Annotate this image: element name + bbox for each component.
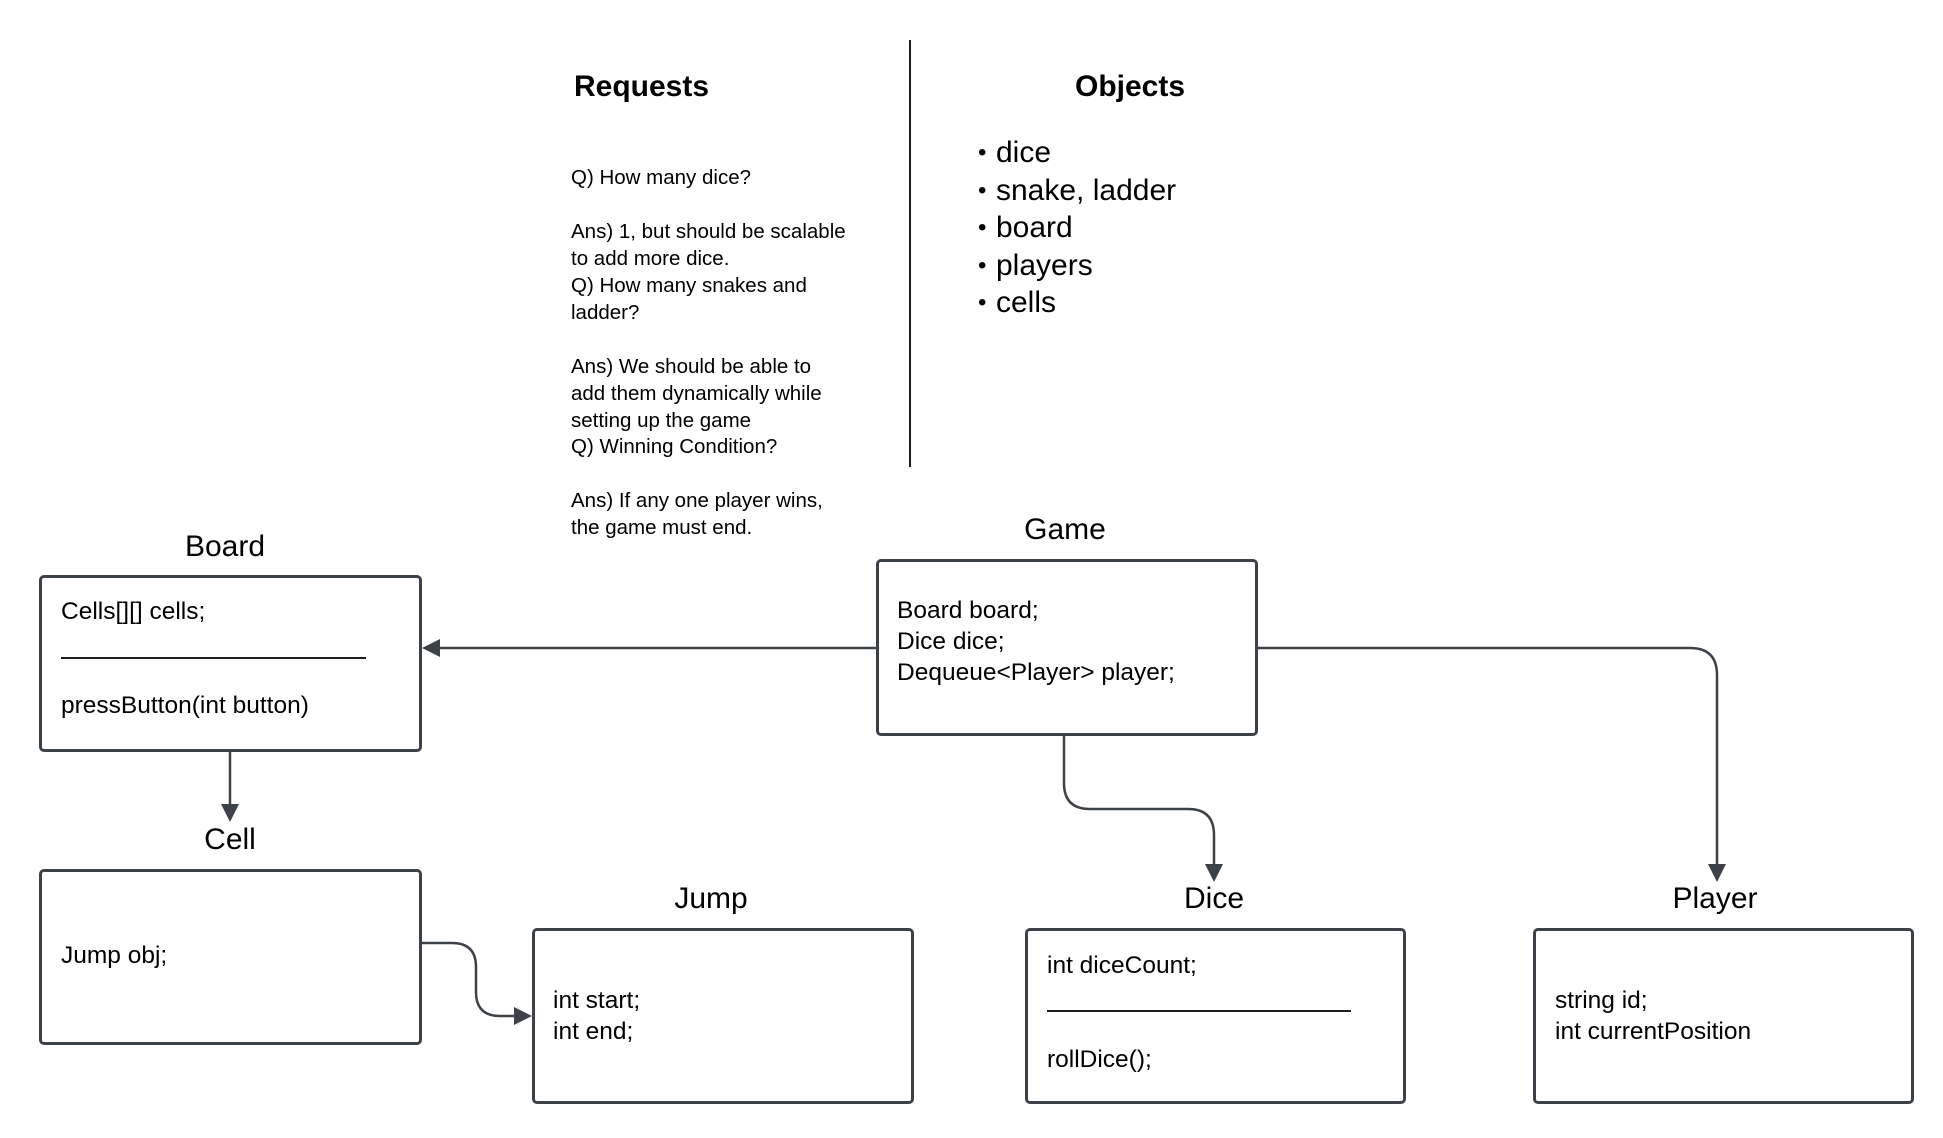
section-divider	[909, 40, 911, 467]
dice-class-title: Dice	[1183, 882, 1244, 915]
objects-list: dice snake, ladder board players cells	[978, 134, 1176, 322]
qa-item: Q) Winning Condition? Ans) If any one pl…	[571, 406, 891, 541]
board-to-cell-arrowhead	[221, 804, 239, 822]
class-field: Dequeue<Player> player;	[897, 659, 1175, 686]
class-field: Dice dice;	[897, 628, 1005, 655]
class-field: int diceCount;	[1047, 952, 1197, 979]
class-field: string id;	[1555, 987, 1648, 1014]
class-field: Cells[][] cells;	[61, 598, 206, 625]
object-item: snake, ladder	[978, 172, 1176, 210]
requests-heading: Requests	[574, 70, 710, 103]
cell-to-jump-arrowhead	[514, 1007, 532, 1025]
object-item: dice	[978, 134, 1176, 172]
class-separator	[1047, 1010, 1351, 1012]
class-field: int currentPosition	[1555, 1018, 1752, 1045]
board-class-box: Cells[][] cells; pressButton(int button)	[39, 575, 422, 752]
game-to-board-arrowhead	[422, 639, 440, 657]
cell-class-title: Cell	[204, 823, 256, 856]
class-method: pressButton(int button)	[61, 692, 309, 719]
objects-heading: Objects	[1075, 70, 1186, 103]
cell-class-box: Jump obj;	[39, 869, 422, 1045]
qa-question: Q) How many dice?	[571, 166, 752, 189]
dice-class-box: int diceCount; rollDice();	[1025, 928, 1406, 1104]
class-separator	[61, 657, 366, 659]
qa-answer: Ans) We should be able to add them dynam…	[571, 355, 822, 432]
game-to-player-arrow	[1255, 646, 1719, 866]
qa-question: Q) Winning Condition?	[571, 435, 778, 458]
class-field: Board board;	[897, 597, 1039, 624]
object-item: cells	[978, 284, 1176, 322]
game-class-title: Game	[1024, 513, 1106, 546]
class-field: int end;	[553, 1018, 634, 1045]
player-class-title: Player	[1672, 882, 1758, 915]
game-to-dice-arrow	[1062, 735, 1216, 866]
class-field: Jump obj;	[61, 942, 168, 969]
cell-to-jump-arrow	[422, 941, 514, 1018]
qa-answer: Ans) If any one player wins, the game mu…	[571, 489, 823, 539]
game-to-player-arrowhead	[1708, 864, 1726, 882]
player-class-box: string id; int currentPosition	[1533, 928, 1914, 1104]
class-method: rollDice();	[1047, 1046, 1152, 1073]
qa-question: Q) How many snakes and ladder?	[571, 274, 807, 324]
class-field: int start;	[553, 987, 641, 1014]
object-item: board	[978, 209, 1176, 247]
board-class-title: Board	[184, 530, 266, 563]
jump-class-box: int start; int end;	[532, 928, 914, 1104]
jump-class-title: Jump	[674, 882, 748, 915]
qa-item: Q) How many dice? Ans) 1, but should be …	[571, 137, 891, 272]
game-class-box: Board board; Dice dice; Dequeue<Player> …	[876, 559, 1258, 736]
qa-item: Q) How many snakes and ladder? Ans) We s…	[571, 245, 891, 434]
game-to-dice-arrowhead	[1205, 864, 1223, 882]
qa-answer: Ans) 1, but should be scalable to add mo…	[571, 220, 846, 270]
object-item: players	[978, 247, 1176, 285]
